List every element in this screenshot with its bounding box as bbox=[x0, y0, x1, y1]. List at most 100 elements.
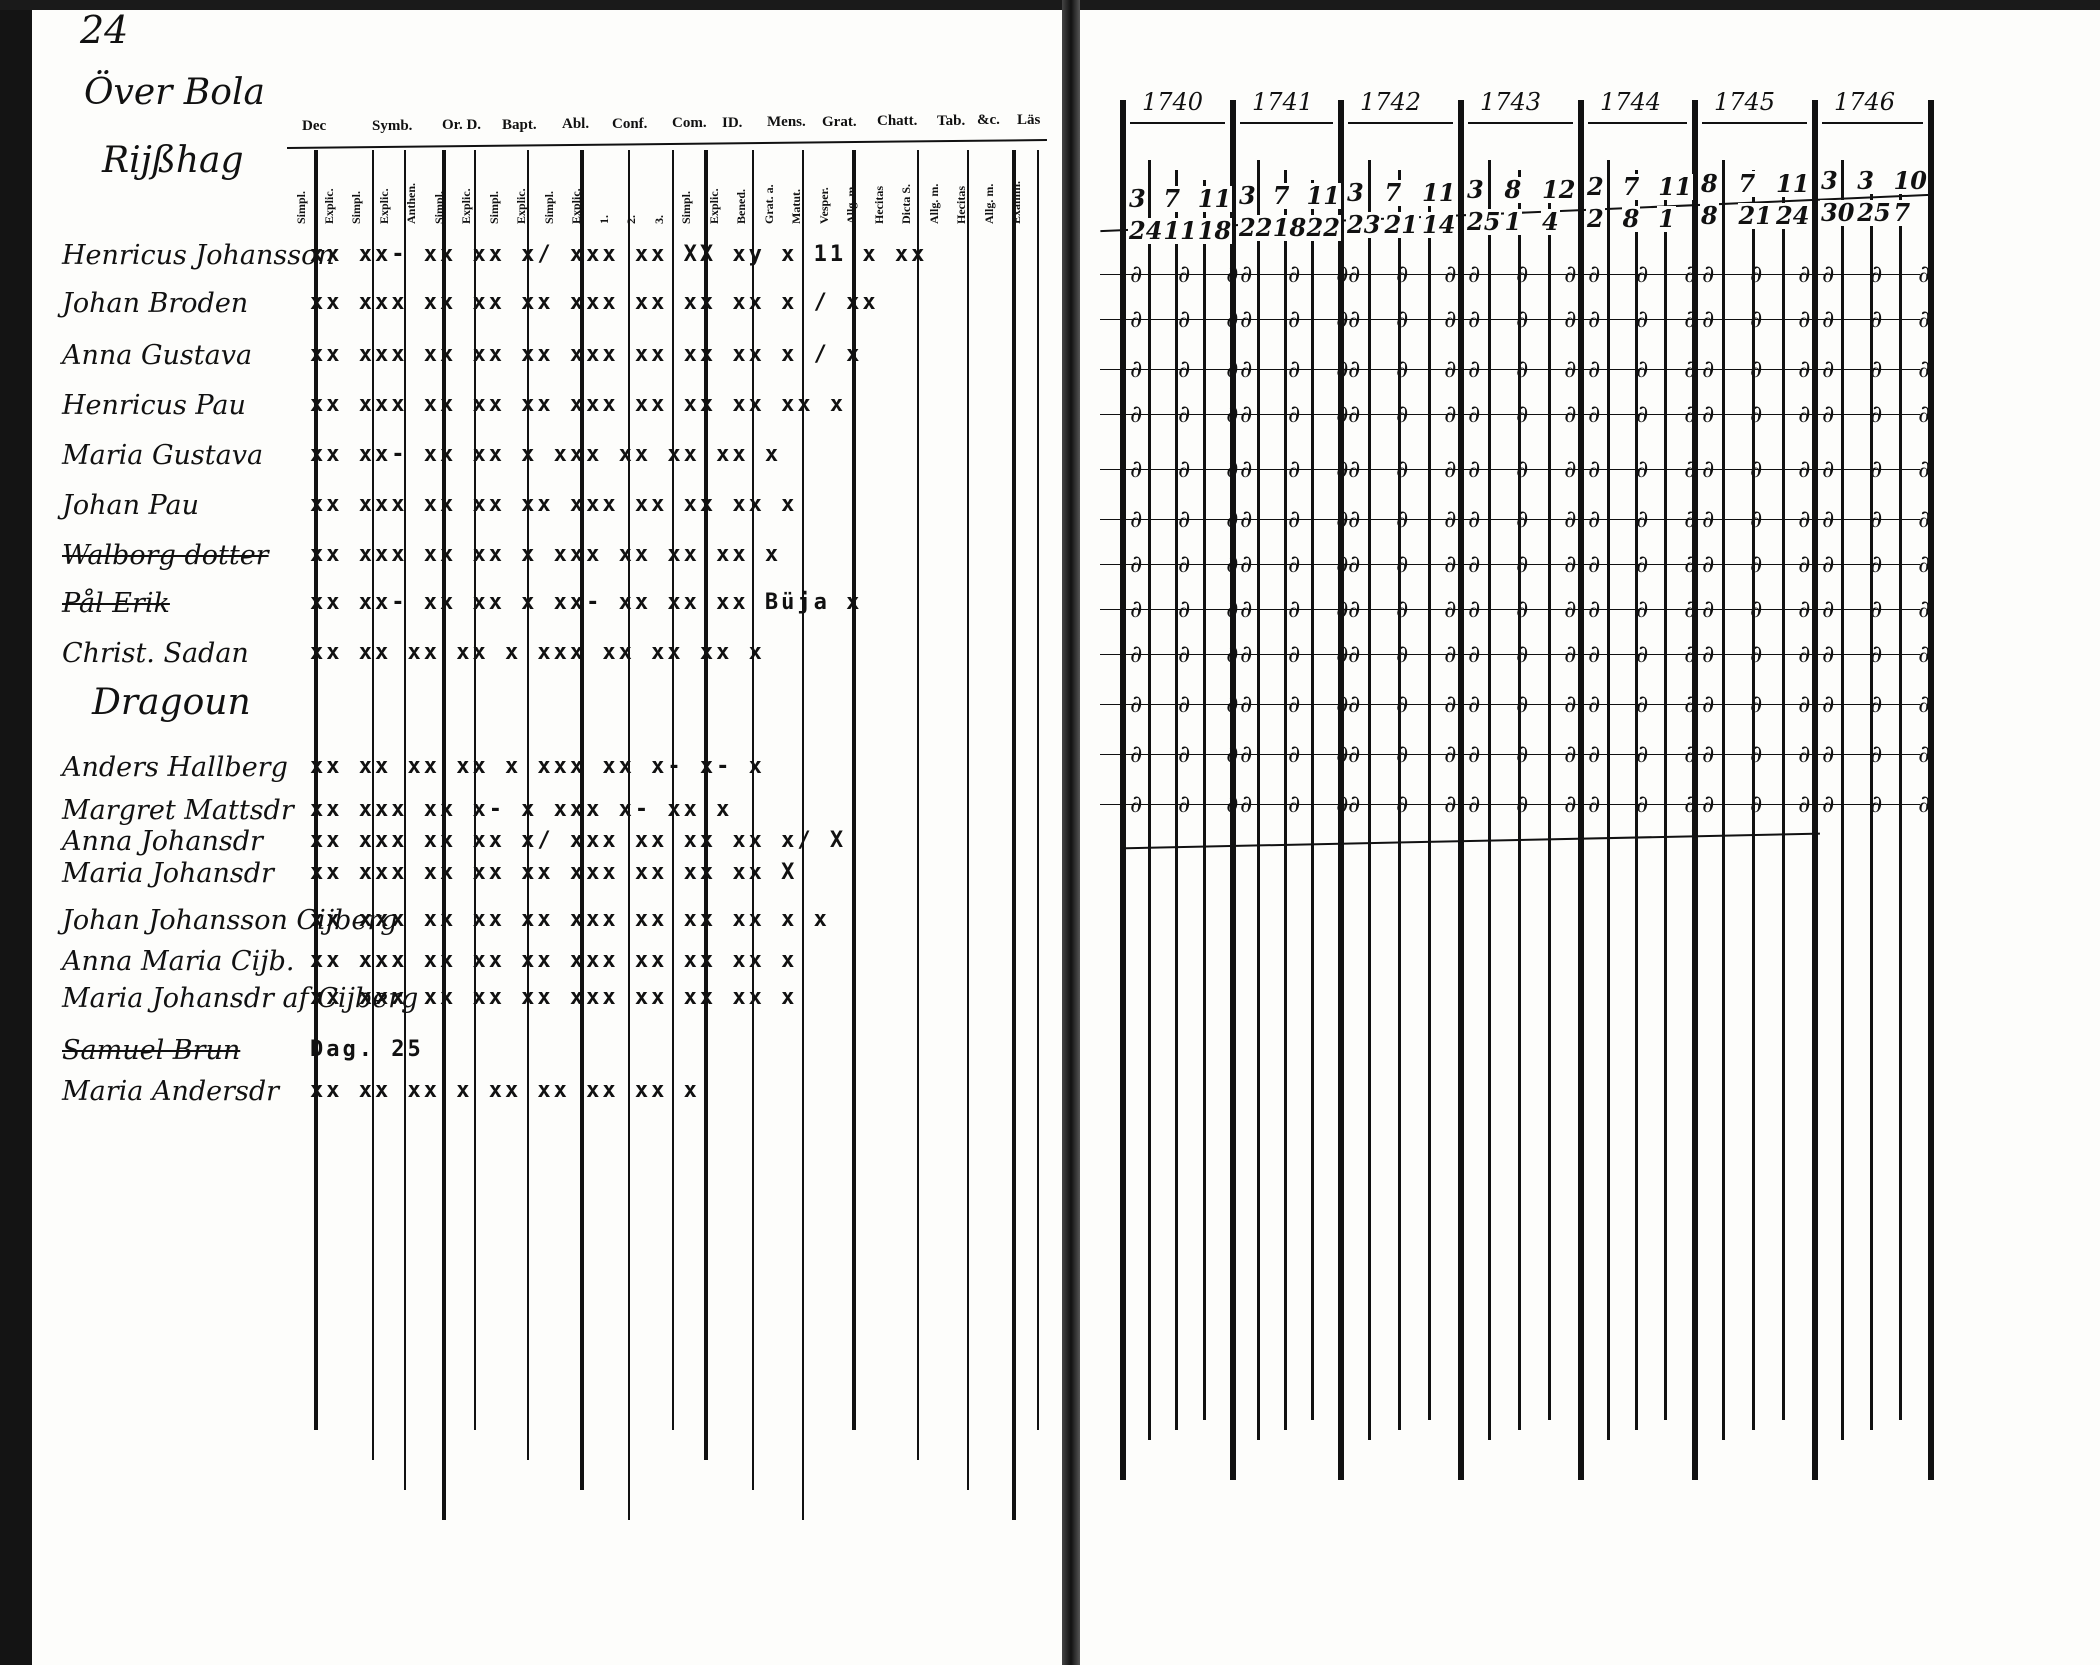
subcolumn-line bbox=[1175, 170, 1178, 1430]
year-underline bbox=[1588, 122, 1687, 124]
member-name: Margret Mattsdr bbox=[62, 795, 294, 826]
member-name: Maria Andersdr bbox=[62, 1076, 280, 1107]
exam-date-number: 1 bbox=[1503, 207, 1523, 236]
column-subheader: Explic. bbox=[321, 188, 336, 224]
place-title: Över Bola bbox=[84, 72, 265, 113]
ledger-column-line bbox=[372, 150, 374, 1460]
exam-marks: xx xxx xx xx xx xxx xx xx xx x bbox=[310, 492, 798, 517]
subcolumn-line bbox=[1841, 160, 1844, 1440]
ledger-column-line bbox=[802, 150, 804, 1520]
member-name: Anna Gustava bbox=[62, 340, 253, 371]
ledger-column-line bbox=[474, 150, 476, 1430]
column-subheader: Explic. bbox=[376, 188, 391, 224]
exam-date-number: 14 bbox=[1421, 210, 1457, 239]
column-header-group: ID. bbox=[722, 114, 743, 131]
exam-date-number: 3 bbox=[1466, 175, 1485, 204]
exam-marks: xx xxx xx xx xx xxx xx xx xx x x bbox=[310, 907, 830, 932]
column-subheader: Dicta S. bbox=[899, 184, 913, 224]
member-name: Johan Broden bbox=[62, 288, 249, 319]
exam-date-number: 18 bbox=[1271, 213, 1308, 242]
column-subheader: Allg. m. bbox=[981, 183, 996, 224]
subcolumn-line bbox=[1311, 180, 1314, 1420]
exam-date-number: 7 bbox=[1271, 181, 1291, 210]
subcolumn-line bbox=[1368, 160, 1371, 1440]
exam-date-number: 21 bbox=[1383, 210, 1419, 239]
row-rule bbox=[1100, 654, 1920, 655]
member-name: Maria Johansdr af Cijberg bbox=[62, 983, 419, 1014]
column-subheader: Bened. bbox=[734, 188, 748, 224]
exam-marks: xx xxx xx xx xx xxx xx xx xx x bbox=[310, 985, 798, 1010]
ledger-column-line bbox=[628, 150, 630, 1520]
exam-date-number: 1 bbox=[1657, 204, 1676, 233]
exam-marks: xx xxx xx xx x xxx xx xx xx x bbox=[310, 542, 782, 567]
year-underline bbox=[1130, 122, 1225, 124]
member-name: Maria Johansdr bbox=[62, 858, 274, 889]
exam-date-number: 25 bbox=[1856, 198, 1892, 227]
member-name: Dragoun bbox=[92, 682, 251, 723]
exam-date-number: 4 bbox=[1541, 207, 1560, 236]
exam-marks: xx xx xx xx x xxx xx x- x- x bbox=[310, 754, 765, 779]
exam-date-number: 22 bbox=[1238, 213, 1274, 242]
column-subheader: Simpl. bbox=[349, 190, 363, 224]
row-rule bbox=[1100, 319, 1920, 320]
column-header-group: Conf. bbox=[612, 115, 648, 132]
page-number: 24 bbox=[80, 8, 129, 52]
row-rule bbox=[1100, 564, 1920, 565]
exam-date-number: 8 bbox=[1503, 175, 1523, 204]
subcolumn-line bbox=[1870, 170, 1873, 1430]
row-rule bbox=[1100, 804, 1920, 805]
ledger-column-line bbox=[580, 150, 584, 1490]
column-header-group: &c. bbox=[977, 112, 1000, 128]
member-name: Maria Gustava bbox=[62, 440, 264, 471]
subcolumn-line bbox=[1899, 180, 1902, 1420]
column-header-group: Tab. bbox=[937, 112, 966, 129]
year-header: 1740 bbox=[1142, 88, 1204, 116]
exam-date-number: 11 bbox=[1421, 178, 1457, 207]
exam-date-number: 8 bbox=[1700, 201, 1719, 230]
exam-date-number: 2 bbox=[1586, 172, 1605, 201]
ledger-column-line bbox=[752, 150, 754, 1490]
year-underline bbox=[1702, 122, 1807, 124]
exam-date-number: 3 bbox=[1856, 166, 1875, 195]
subcolumn-line bbox=[1257, 160, 1260, 1440]
member-name: Walborg dotter bbox=[62, 540, 269, 571]
column-subheader: Explic. bbox=[706, 188, 721, 224]
subcolumn-line bbox=[1722, 160, 1725, 1440]
column-header-group: Bapt. bbox=[502, 116, 537, 133]
year-column-line bbox=[1692, 100, 1698, 1480]
row-rule bbox=[1100, 519, 1920, 520]
exam-date-number: 8 bbox=[1700, 169, 1719, 198]
year-column-line bbox=[1812, 100, 1818, 1480]
member-name: Anna Maria Cijb. bbox=[62, 946, 295, 977]
column-subheader: Simpl. bbox=[486, 190, 501, 224]
member-name: Johan Johansson Cijberg bbox=[62, 905, 398, 936]
exam-marks: xx xxx xx xx xx xxx xx xx xx x / xx bbox=[310, 290, 879, 315]
closing-rule bbox=[1120, 832, 1820, 850]
exam-date-number: 12 bbox=[1541, 175, 1577, 204]
column-subheader: 1. bbox=[596, 215, 611, 224]
column-subheader: Hecitas bbox=[871, 186, 886, 224]
year-underline bbox=[1468, 122, 1573, 124]
column-header-group: Grat. bbox=[822, 113, 857, 130]
column-subheader: Simpl. bbox=[679, 190, 693, 224]
member-name: Anders Hallberg bbox=[62, 752, 288, 783]
subcolumn-line bbox=[1488, 160, 1491, 1440]
column-header-group: Chatt. bbox=[877, 113, 918, 129]
place-subtitle: Rijßhag bbox=[102, 140, 244, 181]
exam-date-number: 11 bbox=[1305, 181, 1341, 210]
ledger-column-line bbox=[852, 150, 856, 1430]
ledger-column-line bbox=[967, 150, 969, 1490]
exam-date-number: 23 bbox=[1346, 210, 1382, 239]
exam-date-number: 3 bbox=[1238, 181, 1257, 210]
member-name: Christ. Sadan bbox=[62, 638, 249, 669]
exam-date-number: 24 bbox=[1775, 201, 1811, 230]
header-rule bbox=[287, 139, 1047, 149]
column-subheader: Explic. bbox=[459, 188, 473, 224]
column-subheader: 2. bbox=[624, 215, 638, 224]
member-name: Henricus Johansson bbox=[62, 240, 335, 271]
subcolumn-line bbox=[1147, 160, 1151, 1440]
column-header-group: Abl. bbox=[562, 116, 590, 132]
member-name: Samuel Brun bbox=[62, 1035, 241, 1066]
ledger-column-line bbox=[314, 150, 318, 1430]
